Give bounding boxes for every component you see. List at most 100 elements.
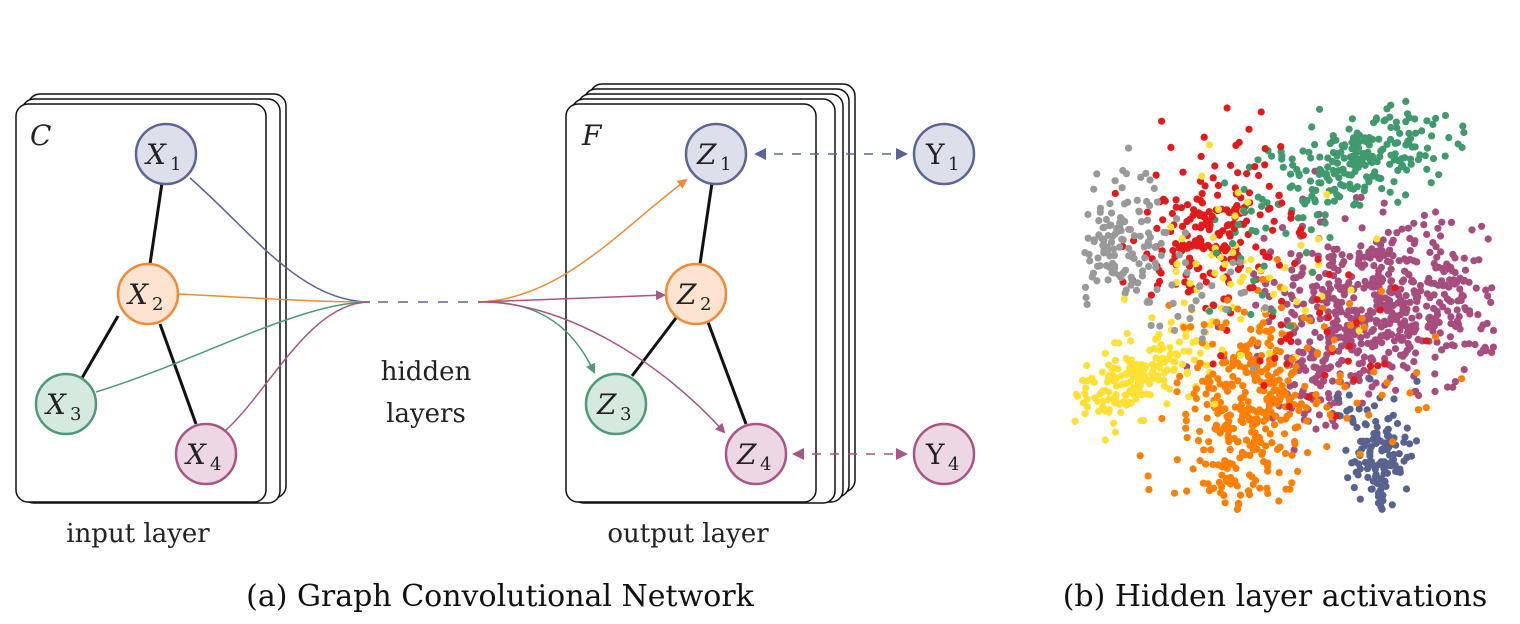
activation-point-gray bbox=[1095, 231, 1103, 239]
activation-point-red bbox=[1153, 224, 1161, 232]
activation-point-green bbox=[1335, 174, 1343, 182]
activation-point-purple bbox=[1300, 300, 1308, 308]
activation-point-blue bbox=[1412, 437, 1421, 445]
activation-point-blue bbox=[1364, 473, 1372, 481]
activation-point-green bbox=[1355, 138, 1363, 146]
activation-point-green bbox=[1421, 152, 1429, 160]
activation-point-purple bbox=[1461, 266, 1470, 274]
activation-point-yellow bbox=[1180, 299, 1188, 307]
activation-point-orange bbox=[1264, 489, 1272, 497]
activation-point-green bbox=[1258, 202, 1266, 210]
activation-point-gray bbox=[1107, 238, 1116, 246]
activation-point-orange bbox=[1278, 330, 1286, 338]
activation-point-red bbox=[1199, 272, 1207, 280]
activation-point-purple bbox=[1472, 284, 1480, 292]
activation-point-green bbox=[1355, 131, 1363, 139]
activation-point-gray bbox=[1236, 258, 1244, 266]
activation-point-gray bbox=[1116, 243, 1124, 251]
activation-point-red bbox=[1191, 223, 1200, 231]
activation-point-purple bbox=[1316, 315, 1324, 323]
activation-point-red bbox=[1219, 227, 1227, 235]
activation-point-orange bbox=[1330, 336, 1338, 344]
activation-point-purple bbox=[1447, 320, 1455, 328]
svg-text:4: 4 bbox=[760, 454, 771, 475]
activation-point-purple bbox=[1302, 366, 1310, 374]
activation-point-yellow bbox=[1186, 279, 1194, 287]
activation-point-yellow bbox=[1148, 314, 1156, 322]
activation-point-green bbox=[1269, 307, 1277, 315]
activation-point-orange bbox=[1284, 377, 1292, 385]
activation-point-yellow bbox=[1214, 205, 1223, 213]
activation-point-orange bbox=[1196, 457, 1204, 465]
activation-point-gray bbox=[1169, 299, 1177, 307]
activation-point-yellow bbox=[1231, 212, 1239, 220]
activation-point-green bbox=[1347, 171, 1355, 179]
activation-point-orange bbox=[1288, 451, 1296, 459]
activation-point-gray bbox=[1090, 236, 1098, 244]
activation-point-red bbox=[1155, 277, 1164, 285]
activation-point-blue bbox=[1403, 424, 1411, 432]
activation-point-yellow bbox=[1160, 369, 1168, 377]
activation-point-orange bbox=[1158, 414, 1166, 423]
activation-point-orange bbox=[1312, 391, 1320, 399]
activation-point-orange bbox=[1304, 449, 1312, 457]
activation-point-blue bbox=[1348, 416, 1357, 424]
activation-point-red bbox=[1190, 206, 1198, 214]
svg-text:2: 2 bbox=[700, 294, 711, 315]
activation-point-orange bbox=[1228, 382, 1237, 390]
activation-point-purple bbox=[1296, 251, 1304, 260]
activation-point-orange bbox=[1136, 452, 1144, 460]
activation-point-gray bbox=[1100, 237, 1108, 245]
activation-point-green bbox=[1378, 185, 1386, 193]
activation-point-orange bbox=[1173, 388, 1181, 396]
activation-point-orange bbox=[1260, 417, 1268, 425]
activation-point-orange bbox=[1267, 334, 1275, 342]
activation-point-orange bbox=[1221, 383, 1230, 391]
activation-point-orange bbox=[1291, 391, 1299, 399]
activation-point-purple bbox=[1442, 342, 1451, 350]
activation-point-orange bbox=[1191, 405, 1199, 413]
activation-point-orange bbox=[1236, 454, 1244, 462]
activation-point-green bbox=[1458, 143, 1466, 152]
node-Z1: Z 1 bbox=[684, 122, 748, 186]
caption-a: (a) Graph Convolutional Network bbox=[246, 579, 755, 614]
activation-point-green bbox=[1313, 211, 1321, 219]
activation-point-purple bbox=[1354, 280, 1362, 289]
activation-point-gray bbox=[1188, 303, 1196, 312]
activation-point-gray bbox=[1145, 262, 1153, 271]
activation-point-purple bbox=[1474, 311, 1482, 319]
activation-point-blue bbox=[1334, 395, 1343, 403]
activation-point-purple bbox=[1368, 339, 1376, 347]
activation-point-green bbox=[1405, 114, 1413, 122]
activation-point-purple bbox=[1345, 307, 1353, 315]
activation-point-orange bbox=[1222, 319, 1230, 327]
activation-point-green bbox=[1368, 135, 1377, 144]
activation-point-yellow bbox=[1219, 274, 1227, 282]
input-graph-edges bbox=[80, 182, 198, 425]
svg-text:Y: Y bbox=[925, 138, 945, 171]
activation-point-purple bbox=[1438, 218, 1446, 226]
activation-point-purple bbox=[1306, 354, 1314, 362]
activation-point-yellow bbox=[1072, 390, 1080, 398]
activation-point-orange bbox=[1290, 437, 1299, 446]
activation-point-gray bbox=[1102, 215, 1110, 224]
activation-point-orange bbox=[1202, 390, 1210, 398]
activation-point-blue bbox=[1390, 450, 1398, 459]
activation-point-purple bbox=[1448, 341, 1456, 349]
activation-point-green bbox=[1311, 141, 1319, 149]
activation-point-gray bbox=[1142, 169, 1150, 177]
activation-point-purple bbox=[1308, 249, 1316, 258]
activation-point-green bbox=[1302, 167, 1310, 175]
activation-point-orange bbox=[1260, 387, 1268, 395]
activation-point-gray bbox=[1100, 246, 1108, 254]
activation-point-orange bbox=[1275, 376, 1283, 384]
activation-point-gray bbox=[1106, 200, 1114, 208]
activation-point-red bbox=[1152, 171, 1160, 179]
activation-point-purple bbox=[1403, 329, 1412, 337]
activation-point-purple bbox=[1449, 383, 1457, 391]
activation-point-purple bbox=[1324, 289, 1332, 297]
activation-point-gray bbox=[1181, 259, 1190, 267]
activation-point-blue bbox=[1362, 421, 1370, 429]
caption-b: (b) Hidden layer activations bbox=[1063, 579, 1488, 614]
activation-point-purple bbox=[1296, 286, 1304, 294]
